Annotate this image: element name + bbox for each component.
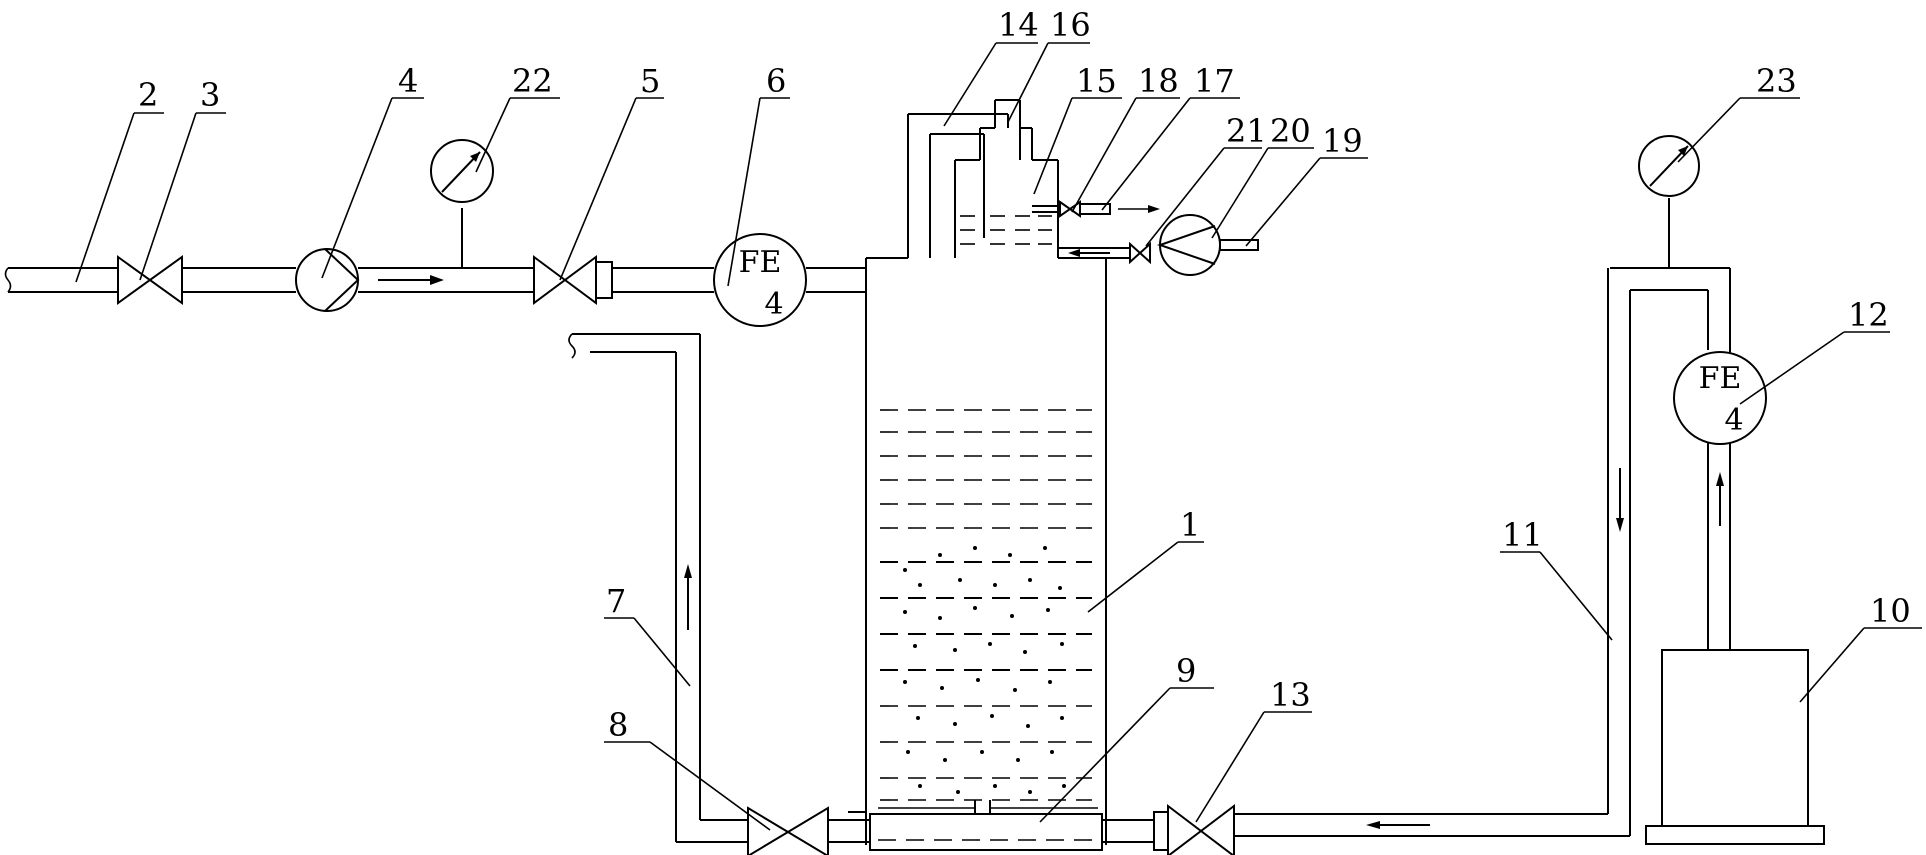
check-valve-5 xyxy=(533,255,613,305)
callout-8: 8 xyxy=(608,706,628,744)
callout-3: 3 xyxy=(200,76,220,114)
callout-17: 17 xyxy=(1194,62,1235,100)
tank-10 xyxy=(1645,649,1825,845)
distributor-9 xyxy=(869,800,1103,851)
reactor-particles xyxy=(903,546,1066,794)
callout-11: 11 xyxy=(1502,516,1543,554)
callout-21: 21 xyxy=(1226,112,1267,150)
pressure-gauge-23 xyxy=(1638,135,1700,268)
return-pipe-11 xyxy=(1102,267,1731,843)
inlet-pipe xyxy=(4,267,866,293)
leader-lines xyxy=(75,42,1922,831)
riser-pipe xyxy=(1607,268,1731,650)
valve-21 xyxy=(1129,241,1151,265)
callout-15: 15 xyxy=(1076,62,1117,100)
callout-23: 23 xyxy=(1756,62,1797,100)
reactor-liquid xyxy=(880,409,1092,801)
callout-4: 4 xyxy=(398,62,418,100)
callout-13: 13 xyxy=(1270,676,1311,714)
flowmeter-6: FE 4 xyxy=(713,233,807,327)
pressure-gauge-22 xyxy=(430,139,494,268)
reactor-1 xyxy=(865,99,1107,851)
callout-16: 16 xyxy=(1050,6,1091,44)
pump-4 xyxy=(295,248,360,312)
callout-18: 18 xyxy=(1138,62,1179,100)
suction-pipe-19 xyxy=(1219,239,1259,251)
callout-10: 10 xyxy=(1870,592,1911,630)
top-chamber-liquid xyxy=(960,215,1052,245)
valve-13 xyxy=(1153,803,1235,855)
callout-5: 5 xyxy=(640,62,660,100)
callout-labels: 2 3 4 22 5 6 14 16 15 18 17 21 20 19 23 … xyxy=(138,6,1911,744)
overflow-pipe-17 xyxy=(1032,203,1160,215)
flowmeter-left-number: 4 xyxy=(764,287,783,322)
callout-9: 9 xyxy=(1176,652,1196,690)
callout-19: 19 xyxy=(1322,122,1363,160)
callout-2: 2 xyxy=(138,76,158,114)
callout-22: 22 xyxy=(512,62,553,100)
valve-8 xyxy=(747,806,829,855)
callout-14: 14 xyxy=(998,6,1039,44)
callout-12: 12 xyxy=(1848,296,1889,334)
flow-arrow-inlet xyxy=(378,275,444,285)
flowmeter-12: FE 4 xyxy=(1673,351,1767,445)
callout-20: 20 xyxy=(1270,112,1311,150)
callout-1: 1 xyxy=(1180,506,1200,544)
flowmeter-right-code: FE xyxy=(1699,361,1742,396)
callout-6: 6 xyxy=(766,62,786,100)
valve-3 xyxy=(117,255,183,305)
flowmeter-right-number: 4 xyxy=(1724,403,1743,438)
callout-7: 7 xyxy=(606,582,626,620)
pump-20 xyxy=(1156,214,1221,276)
recirculation-line xyxy=(1058,247,1130,259)
flowmeter-left-code: FE xyxy=(739,245,782,280)
